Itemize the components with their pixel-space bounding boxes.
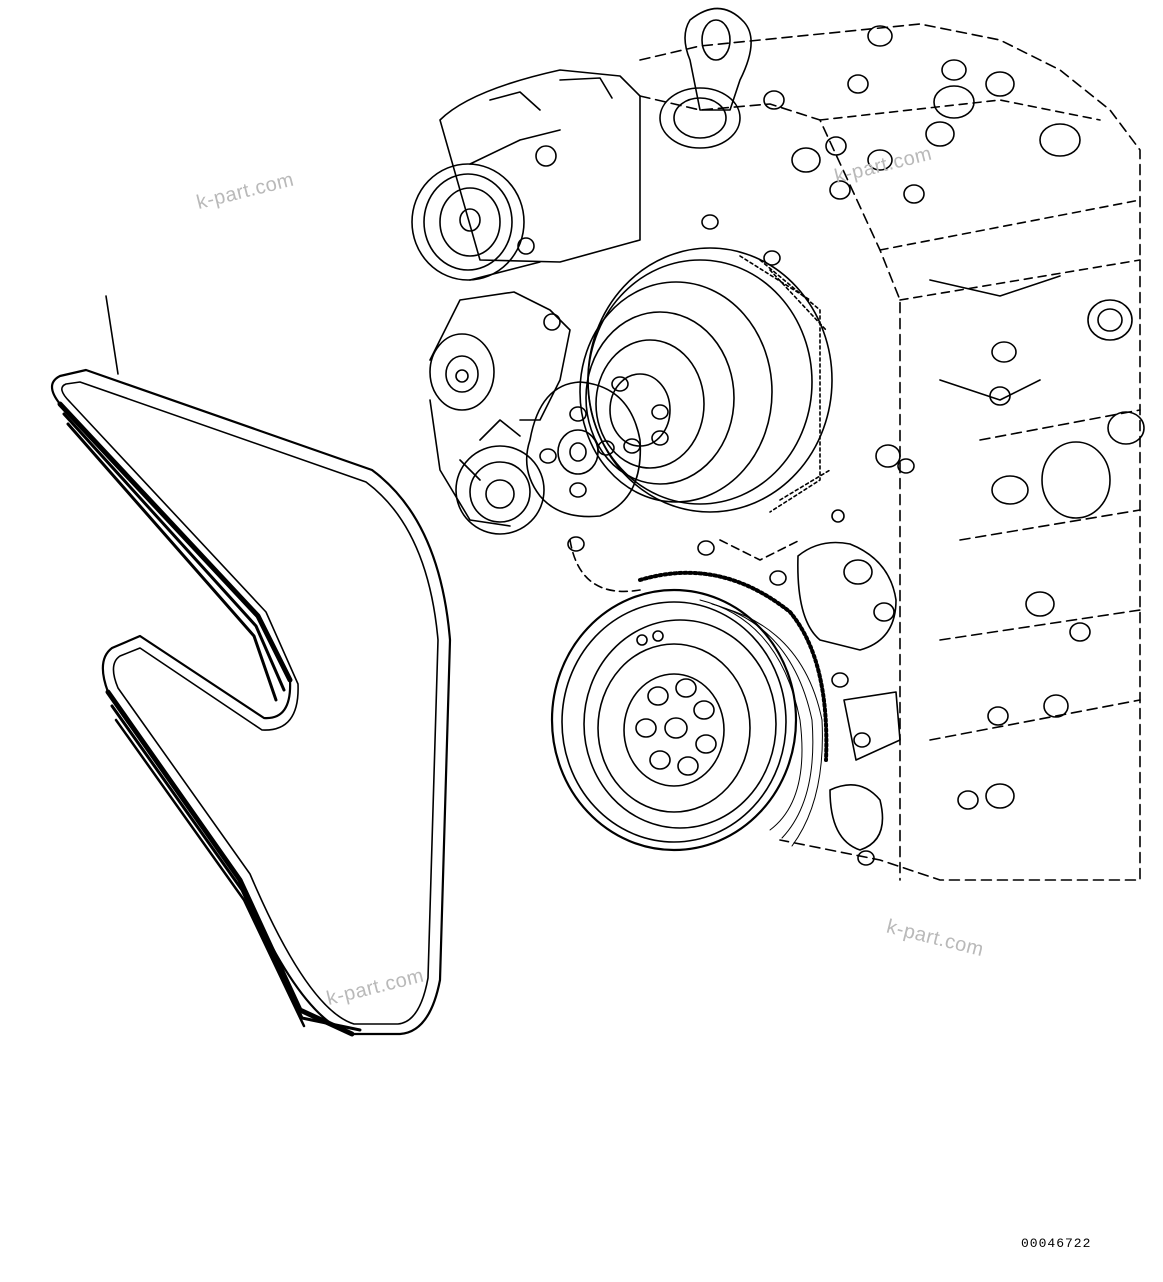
belt-tensioner	[429, 291, 571, 535]
cover-bolts	[567, 214, 875, 866]
engine-assembly	[411, 7, 1145, 881]
leader-line	[105, 295, 119, 375]
engine-block-outline	[639, 23, 1141, 881]
lifting-eye	[684, 7, 752, 111]
sensor-bracket	[797, 541, 901, 851]
fan-pulley	[579, 247, 833, 513]
drive-belt	[50, 368, 452, 1037]
cylinder-head-fittings	[659, 25, 1145, 810]
fan-hub-flange	[525, 381, 642, 518]
tone-wheel	[638, 570, 829, 762]
alternator	[411, 69, 641, 281]
crankshaft-pulley	[550, 588, 823, 852]
figure-number: 00046722	[1021, 1236, 1092, 1251]
